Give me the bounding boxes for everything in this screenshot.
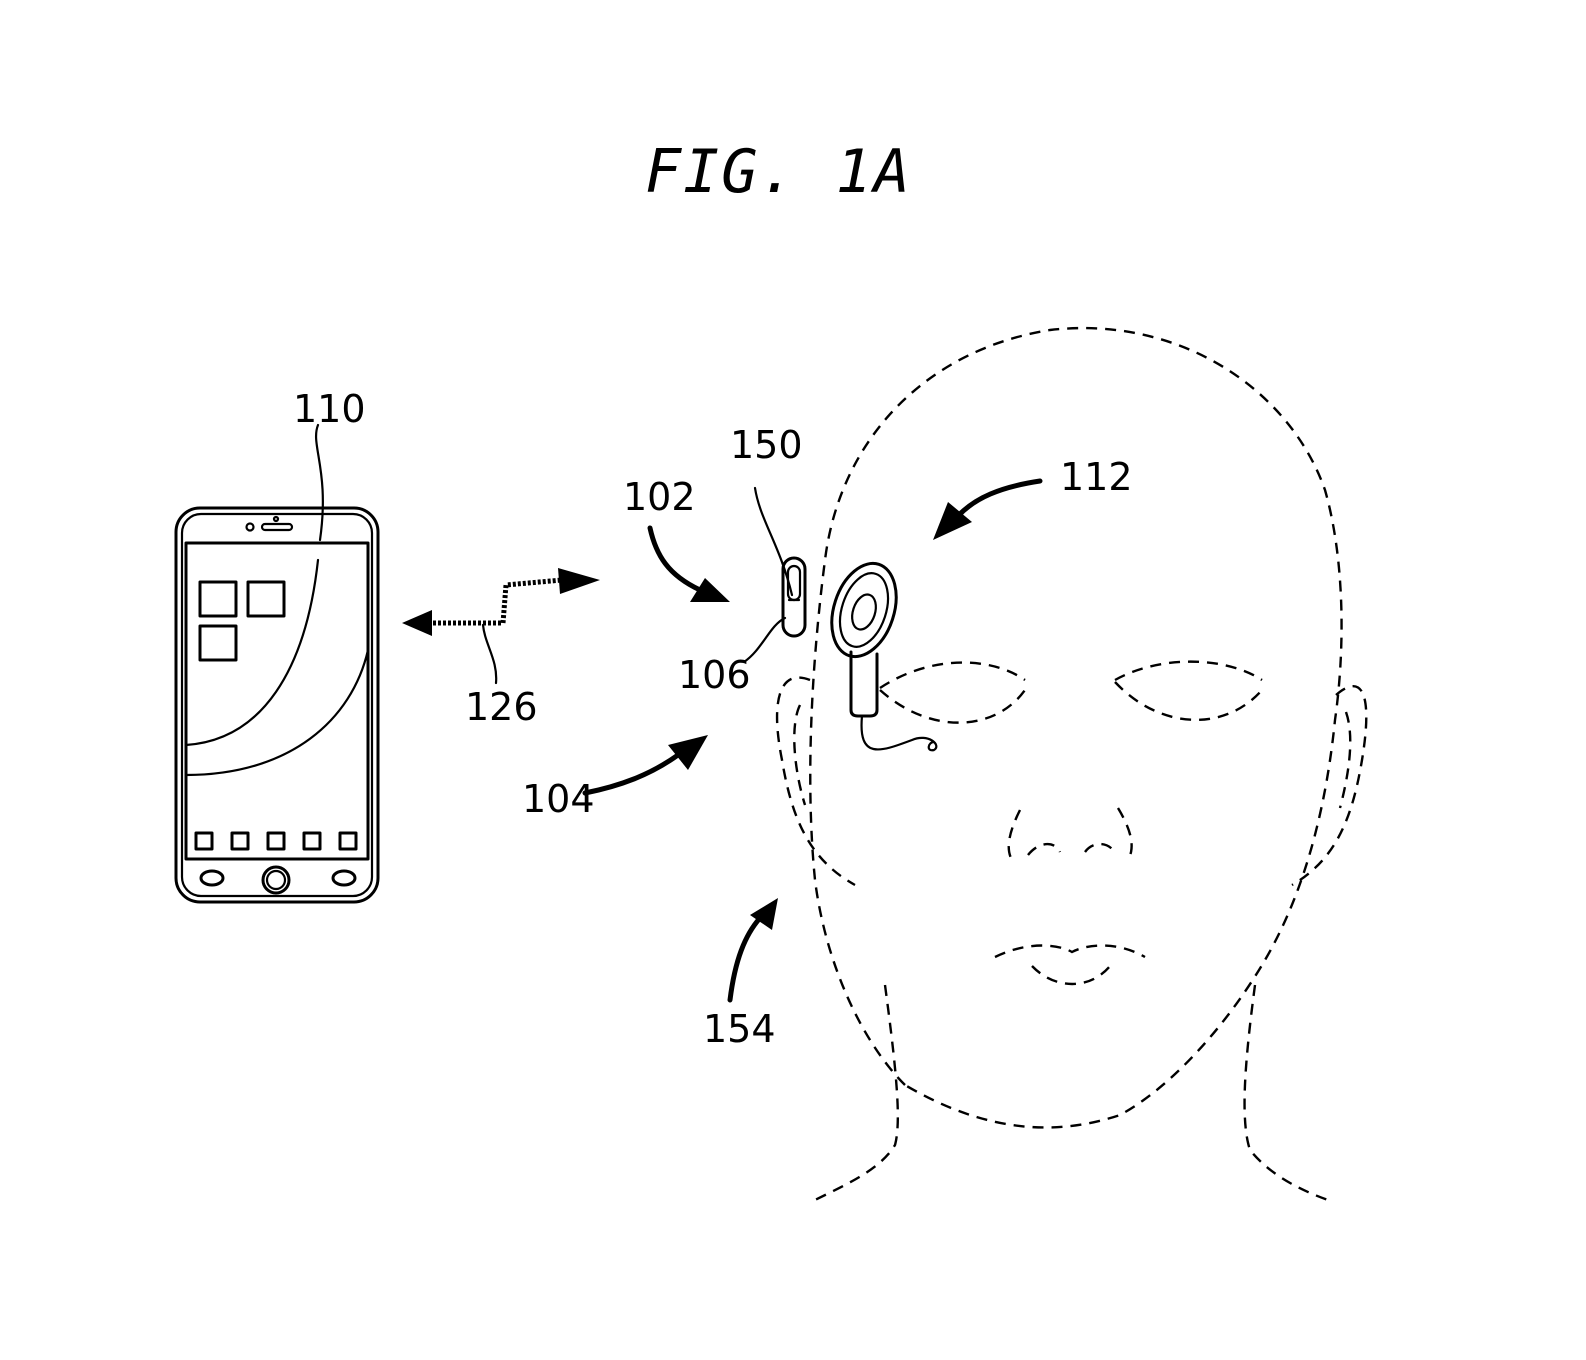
dock-icon: [266, 831, 286, 851]
phone-speaker: [260, 522, 294, 532]
phone-outer-body: [174, 506, 380, 904]
app-tile: [198, 624, 238, 662]
leader-line-110: [314, 423, 324, 542]
upper-lip: [994, 944, 1146, 959]
phone-home-button: [261, 865, 291, 895]
ref-label-106: 106: [678, 653, 751, 697]
dock-icon: [230, 831, 250, 851]
screen-curve: [184, 558, 320, 747]
leader-line-126: [481, 623, 498, 685]
ref-label-102: 102: [623, 475, 696, 519]
implant-magnet: [851, 593, 877, 631]
processor-body: [781, 556, 807, 638]
phone-screen: [184, 541, 370, 861]
lower-lip: [1031, 965, 1111, 986]
phone-home-button-inner: [265, 869, 287, 891]
wireless-link-arrow: [402, 568, 600, 685]
recipient-head: [775, 326, 1368, 1202]
neck-left: [814, 984, 900, 1202]
screen-curve: [184, 648, 370, 777]
implant-electrode-lead: [860, 714, 938, 752]
phone-camera: [245, 522, 255, 532]
app-tile: [246, 580, 286, 618]
arrow-112: [933, 478, 1043, 540]
ref-label-126: 126: [465, 685, 538, 729]
ref-label-112: 112: [1060, 455, 1133, 499]
implant-coil-outer: [830, 561, 898, 659]
ref-label-104: 104: [522, 777, 595, 821]
arrow-104: [582, 735, 708, 796]
nose-left: [1007, 809, 1022, 861]
implant-stimulator: [849, 650, 879, 718]
right-ear: [1291, 684, 1368, 887]
nose-right: [1116, 807, 1133, 861]
arrowhead-left: [402, 610, 432, 636]
head-outline: [809, 326, 1343, 1129]
arrow-154: [727, 898, 778, 1003]
arrowhead-right: [558, 568, 600, 594]
smartphone: [174, 423, 380, 904]
leader-line-150: [753, 486, 794, 597]
arrow-102: [647, 525, 730, 602]
nostrils: [1027, 842, 1118, 856]
dock-icon: [302, 831, 322, 851]
phone-right-button: [331, 869, 357, 887]
left-ear: [775, 676, 856, 887]
ref-label-154: 154: [703, 1007, 776, 1051]
right-eye: [1114, 660, 1263, 721]
app-tile: [198, 580, 238, 618]
sound-processor-device: [742, 486, 807, 664]
left-ear-inner: [793, 704, 807, 806]
neck-right: [1243, 984, 1329, 1202]
dock-icon: [194, 831, 214, 851]
phone-inner-body: [180, 512, 374, 898]
right-ear-inner: [1338, 711, 1352, 809]
phone-sensor: [272, 515, 280, 523]
implant-coil-inner: [838, 572, 890, 648]
implant: [830, 561, 938, 752]
left-eye: [879, 661, 1026, 724]
ref-label-150: 150: [730, 423, 803, 467]
figure-title: FIG. 1A: [645, 137, 912, 207]
leader-line-106: [742, 616, 787, 664]
phone-left-button: [199, 869, 225, 887]
ref-label-110: 110: [293, 387, 366, 431]
dock-icon: [338, 831, 358, 851]
